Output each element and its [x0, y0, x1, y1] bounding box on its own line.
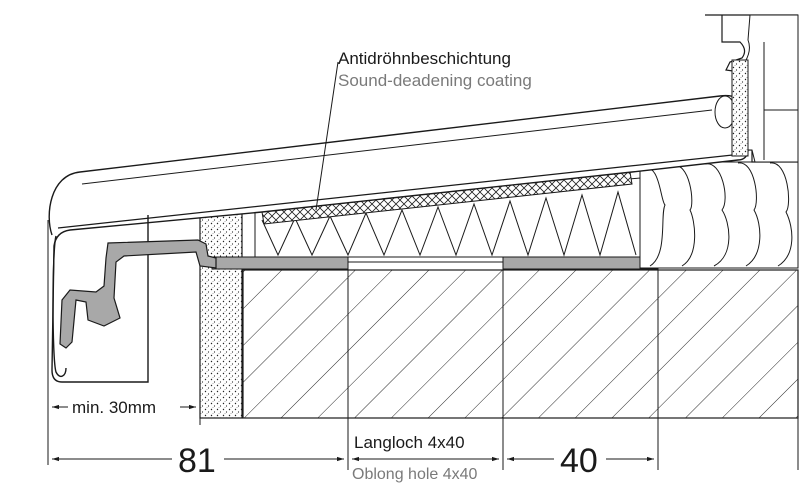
- mounting-plates: [211, 256, 659, 270]
- slot-label-de: Langloch 4x40: [354, 433, 465, 452]
- coating-leader-line: [315, 61, 339, 211]
- min-gap-label: min. 30mm: [72, 398, 156, 417]
- sill-bracket: [59, 239, 217, 349]
- window-frame-profile: [705, 14, 799, 163]
- dimension-40: 40: [560, 442, 598, 480]
- plaster-layer: [199, 211, 243, 419]
- dim-left-label-bg: [172, 440, 224, 476]
- min-gap-label-bg: [68, 396, 180, 416]
- sill-profile: [48, 94, 749, 383]
- coating-label-de: Antidröhnbeschichtung: [338, 49, 511, 68]
- masonry-wall: [242, 269, 799, 419]
- coating-label-en: Sound-deadening coating: [338, 71, 532, 90]
- dim-right-label-bg: [554, 440, 606, 476]
- dimension-81: 81: [178, 442, 216, 480]
- slot-en-label-bg: [350, 462, 500, 482]
- slot-label-en: Oblong hole 4x40: [352, 466, 478, 483]
- wall-insulation: [639, 161, 799, 269]
